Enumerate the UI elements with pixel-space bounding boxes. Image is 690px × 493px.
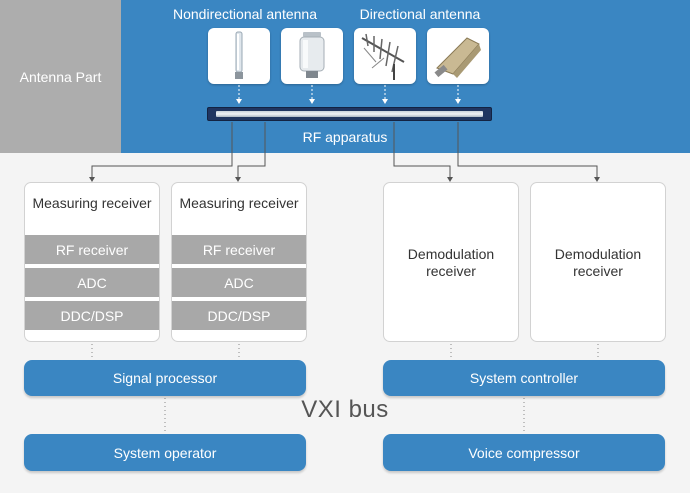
ddc-dsp-row: DDC/DSP (25, 301, 159, 330)
omni-antenna-icon (281, 28, 343, 84)
measuring-receiver-card-2: Measuring receiver RF receiver ADC DDC/D… (171, 182, 307, 342)
rf-apparatus-bar (207, 107, 492, 121)
voice-compressor-box: Voice compressor (383, 434, 665, 471)
demodulation-receiver-card-2: Demodulation receiver (530, 182, 666, 342)
antenna-part-panel: Antenna Part (0, 0, 121, 153)
system-controller-box: System controller (383, 360, 665, 396)
adc-row: ADC (25, 268, 159, 297)
rf-receiver-row: RF receiver (172, 235, 306, 264)
measuring-receiver-title: Measuring receiver (32, 195, 152, 211)
rf-apparatus-label: RF apparatus (302, 129, 388, 145)
directional-antenna-label: Directional antenna (359, 6, 481, 22)
demodulation-receiver-title: Demodulation receiver (407, 246, 495, 279)
ddc-dsp-row: DDC/DSP (172, 301, 306, 330)
demodulation-receiver-title: Demodulation receiver (554, 246, 642, 279)
whip-antenna-icon (208, 28, 270, 84)
vxi-bus-label: VXI bus (301, 396, 389, 423)
horn-antenna-icon (427, 28, 489, 84)
measuring-receiver-card-1: Measuring receiver RF receiver ADC DDC/D… (24, 182, 160, 342)
demodulation-receiver-card-1: Demodulation receiver (383, 182, 519, 342)
signal-processor-box: Signal processor (24, 360, 306, 396)
antenna-part-label: Antenna Part (19, 68, 102, 85)
log-periodic-antenna-icon (354, 28, 416, 84)
system-operator-box: System operator (24, 434, 306, 471)
rf-receiver-row: RF receiver (25, 235, 159, 264)
adc-row: ADC (172, 268, 306, 297)
nondirectional-antenna-label: Nondirectional antenna (173, 6, 317, 22)
rf-apparatus-panel (216, 111, 483, 117)
measuring-receiver-title: Measuring receiver (179, 195, 299, 211)
